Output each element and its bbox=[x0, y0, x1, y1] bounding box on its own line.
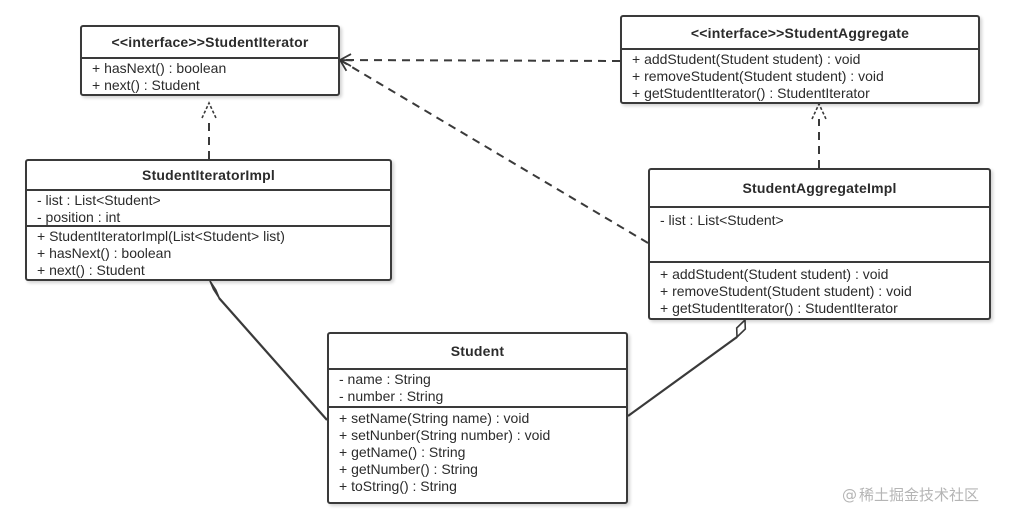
watermark: @稀土掘金技术社区 bbox=[842, 484, 979, 505]
dependency-aggregate-impl-to-iterator bbox=[338, 59, 649, 244]
method-row: + setName(String name) : void bbox=[339, 410, 530, 426]
method-row: + addStudent(Student student) : void bbox=[660, 266, 889, 282]
class-title: StudentAggregateImpl bbox=[742, 180, 897, 196]
attribute-section: - name : String - number : String bbox=[329, 368, 626, 406]
watermark-at-symbol: @ bbox=[842, 486, 857, 504]
attribute-row: - list : List<Student> bbox=[660, 212, 784, 228]
method-row: + next() : Student bbox=[92, 77, 200, 93]
class-title: StudentIteratorImpl bbox=[142, 167, 275, 183]
class-title: <<interface>>StudentIterator bbox=[111, 34, 309, 50]
attribute-row: - position : int bbox=[37, 209, 121, 225]
method-row: + hasNext() : boolean bbox=[92, 60, 227, 76]
method-row: + removeStudent(Student student) : void bbox=[660, 283, 912, 299]
aggregation-student-aggregate-impl bbox=[627, 336, 738, 417]
class-student-aggregate[interactable]: <<interface>>StudentAggregate + addStude… bbox=[620, 15, 980, 104]
dependency-aggregate-to-iterator bbox=[338, 53, 621, 67]
aggregation-student-iterator-impl bbox=[218, 297, 328, 421]
method-row: + getStudentIterator() : StudentIterator bbox=[660, 300, 898, 316]
method-section: + addStudent(Student student) : void + r… bbox=[622, 48, 978, 102]
attribute-row: - name : String bbox=[339, 371, 431, 387]
class-student[interactable]: Student - name : String - number : Strin… bbox=[327, 332, 628, 504]
attribute-section: - list : List<Student> bbox=[650, 206, 989, 261]
method-row: + addStudent(Student student) : void bbox=[632, 51, 861, 67]
watermark-text: 稀土掘金技术社区 bbox=[859, 487, 980, 504]
class-student-iterator-impl[interactable]: StudentIteratorImpl - list : List<Studen… bbox=[25, 159, 392, 281]
class-title: <<interface>>StudentAggregate bbox=[690, 24, 910, 41]
attribute-row: - number : String bbox=[339, 388, 444, 404]
method-row: + setNunber(String number) : void bbox=[339, 427, 551, 443]
method-section: + setName(String name) : void + setNunbe… bbox=[329, 406, 626, 502]
aggregation-diamond-iterator-impl-icon bbox=[209, 280, 221, 299]
method-row: + getName() : String bbox=[339, 444, 466, 460]
method-section: + StudentIteratorImpl(List<Student> list… bbox=[27, 225, 390, 279]
method-row: + removeStudent(Student student) : void bbox=[632, 68, 884, 84]
class-student-iterator[interactable]: <<interface>>StudentIterator + hasNext()… bbox=[80, 25, 340, 96]
method-section: + addStudent(Student student) : void + r… bbox=[650, 261, 989, 318]
class-student-aggregate-impl[interactable]: StudentAggregateImpl - list : List<Stude… bbox=[648, 168, 991, 320]
method-section: + hasNext() : boolean + next() : Student bbox=[82, 57, 338, 94]
class-title: Student bbox=[450, 343, 505, 359]
realization-iterator-impl-head-icon bbox=[201, 101, 217, 119]
method-row: + hasNext() : boolean bbox=[37, 245, 172, 261]
attribute-row: - list : List<Student> bbox=[37, 192, 161, 208]
method-row: + getStudentIterator() : StudentIterator bbox=[632, 85, 870, 101]
method-row: + next() : Student bbox=[37, 262, 145, 278]
method-row: + toString() : String bbox=[339, 478, 457, 494]
method-row: + getNumber() : String bbox=[339, 461, 478, 477]
attribute-section: - list : List<Student> - position : int bbox=[27, 189, 390, 225]
aggregation-diamond-aggregate-impl-icon bbox=[735, 318, 747, 339]
method-row: + StudentIteratorImpl(List<Student> list… bbox=[37, 228, 285, 244]
realization-aggregate-impl-head-icon bbox=[811, 102, 827, 120]
